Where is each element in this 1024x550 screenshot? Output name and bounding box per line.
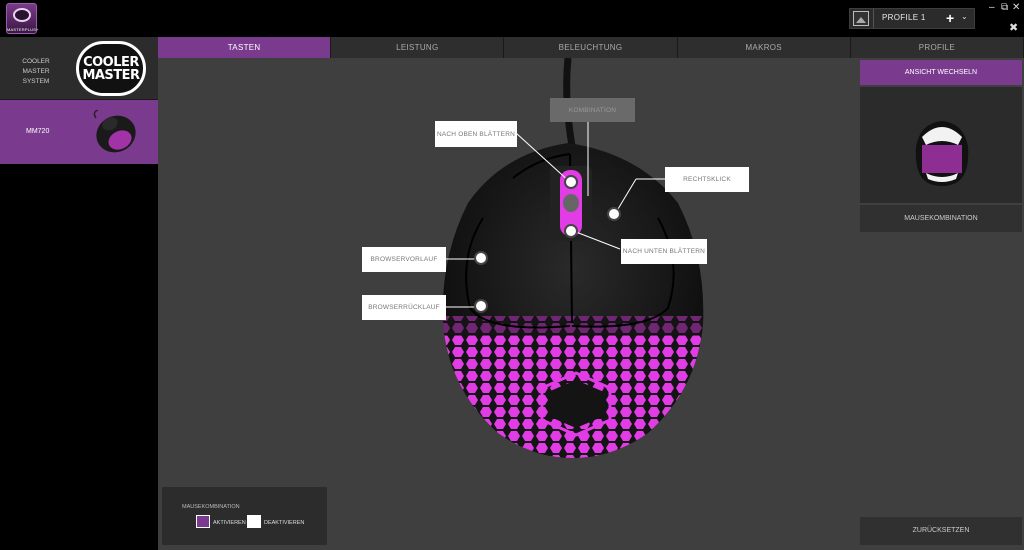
mouse-image [442, 58, 704, 458]
divider [873, 9, 874, 28]
callout-scroll-down[interactable]: NACH UNTEN BLÄTTERN [621, 239, 707, 264]
chevron-down-icon[interactable]: ⌄ [961, 12, 968, 21]
logo-text: MASTERPLUS+ [7, 27, 39, 32]
profile-selector[interactable]: PROFILE 1 + ⌄ [849, 8, 975, 29]
callout-browser-back[interactable]: BROWSERRÜCKLAUF [362, 295, 446, 320]
device-label: MM720 [26, 128, 50, 135]
callout-scroll-up[interactable]: NACH OBEN BLÄTTERN [435, 121, 517, 147]
tab-tasten[interactable]: TASTEN [158, 37, 332, 58]
profile-name[interactable]: PROFILE 1 [882, 13, 926, 22]
view-switch-button[interactable]: ANSICHT WECHSELN [860, 60, 1022, 85]
scroll-down-dot[interactable] [564, 224, 578, 238]
reset-button[interactable]: ZURÜCKSETZEN [860, 517, 1022, 545]
mouse-side-preview[interactable] [860, 87, 1022, 203]
tab-leistung[interactable]: LEISTUNG [331, 37, 505, 58]
tab-beleuchtung[interactable]: BELEUCHTUNG [504, 37, 678, 58]
legend-swatch-deactivate [247, 515, 261, 528]
image-icon[interactable] [853, 11, 869, 26]
device-label-line2: SYSTEM [22, 78, 50, 85]
title-bar: MASTERPLUS+ PROFILE 1 + ⌄ – ⧉ ✕ ✖ [0, 0, 1024, 37]
tab-makros[interactable]: MAKROS [678, 37, 851, 58]
callout-right-click[interactable]: RECHTSKLICK [665, 167, 749, 192]
device-item-system[interactable]: COOLER MASTER SYSTEM COOLER MASTER [0, 37, 158, 100]
main-tabs: TASTEN LEISTUNG BELEUCHTUNG MAKROS PROFI… [158, 37, 1024, 58]
mouse-thumbnail [93, 110, 136, 153]
legend-deactivate-label: DEAKTIVIEREN [264, 520, 305, 526]
right-panel: ANSICHT WECHSELN MAUSEKOMBINATION ZURÜCK… [858, 58, 1024, 550]
browser-forward-dot[interactable] [474, 251, 488, 265]
browser-back-dot[interactable] [474, 299, 488, 313]
restore-button[interactable]: ⧉ [1001, 2, 1009, 13]
cooler-master-logo: COOLER MASTER [76, 41, 146, 96]
scroll-up-dot[interactable] [564, 175, 578, 189]
minimize-button[interactable]: – [989, 2, 995, 13]
logo-line1: COOLER [83, 54, 139, 70]
logo-disk-icon [13, 8, 31, 22]
button-assignment-area: KOMBINATION NACH OBEN BLÄTTERN RECHTSKLI… [158, 58, 858, 550]
device-label: COOLER MASTER SYSTEM [10, 57, 62, 87]
tools-icon[interactable]: ✖ [1009, 22, 1019, 34]
device-item-mm720[interactable]: MM720 [0, 100, 158, 164]
masterplus-logo[interactable]: MASTERPLUS+ [6, 3, 39, 34]
legend-panel: MAUSEKOMBINATION AKTIVIEREN DEAKTIVIEREN [162, 487, 327, 545]
tab-profile[interactable]: PROFILE [851, 37, 1024, 58]
mouse-combination-button[interactable]: MAUSEKOMBINATION [860, 205, 1022, 232]
logo-line2: MASTER [82, 67, 140, 83]
add-profile-button[interactable]: + [946, 10, 955, 26]
legend-activate-label: AKTIVIEREN [213, 520, 246, 526]
callout-kombination[interactable]: KOMBINATION [550, 98, 635, 122]
device-sidebar: COOLER MASTER SYSTEM COOLER MASTER MM720 [0, 37, 158, 550]
legend-swatch-activate [196, 515, 210, 528]
right-click-dot[interactable] [607, 207, 621, 221]
legend-title: MAUSEKOMBINATION [182, 504, 240, 510]
callout-browser-forward[interactable]: BROWSERVORLAUF [362, 247, 446, 272]
close-button[interactable]: ✕ [1012, 2, 1021, 13]
mouse-preview-image [915, 121, 969, 186]
device-label-line1: COOLER MASTER [22, 58, 50, 75]
